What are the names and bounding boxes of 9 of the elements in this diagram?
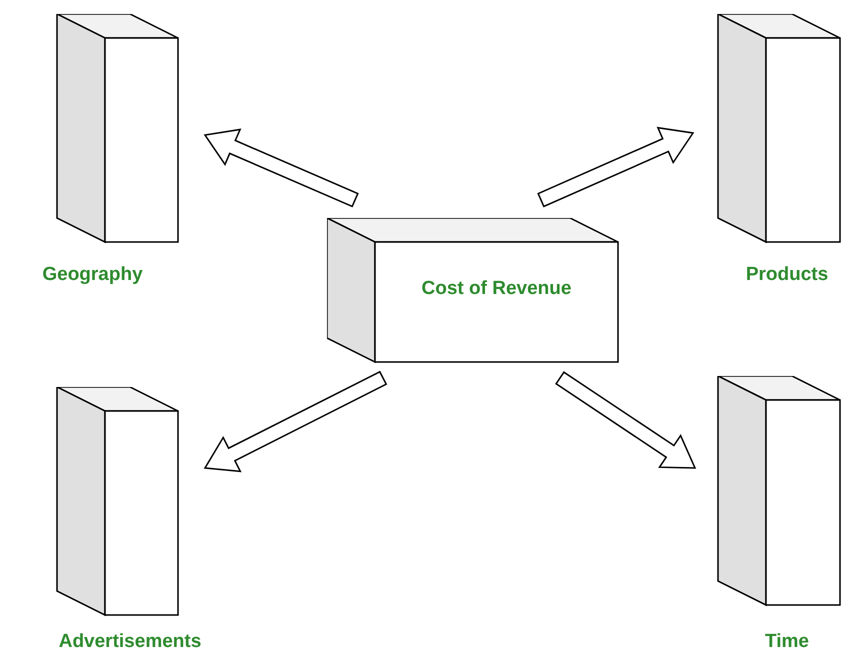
- bar-label: Time: [764, 631, 810, 652]
- hollow-arrow: [204, 128, 359, 208]
- bar-label: Products: [744, 264, 830, 285]
- node-label: Cost of Revenue: [420, 278, 572, 299]
- hollow-arrow: [204, 370, 388, 472]
- hollow-arrow: [555, 371, 696, 469]
- bar-label: Advertisements: [58, 631, 202, 652]
- bar-label: Geography: [41, 264, 144, 285]
- hollow-arrow: [537, 126, 694, 208]
